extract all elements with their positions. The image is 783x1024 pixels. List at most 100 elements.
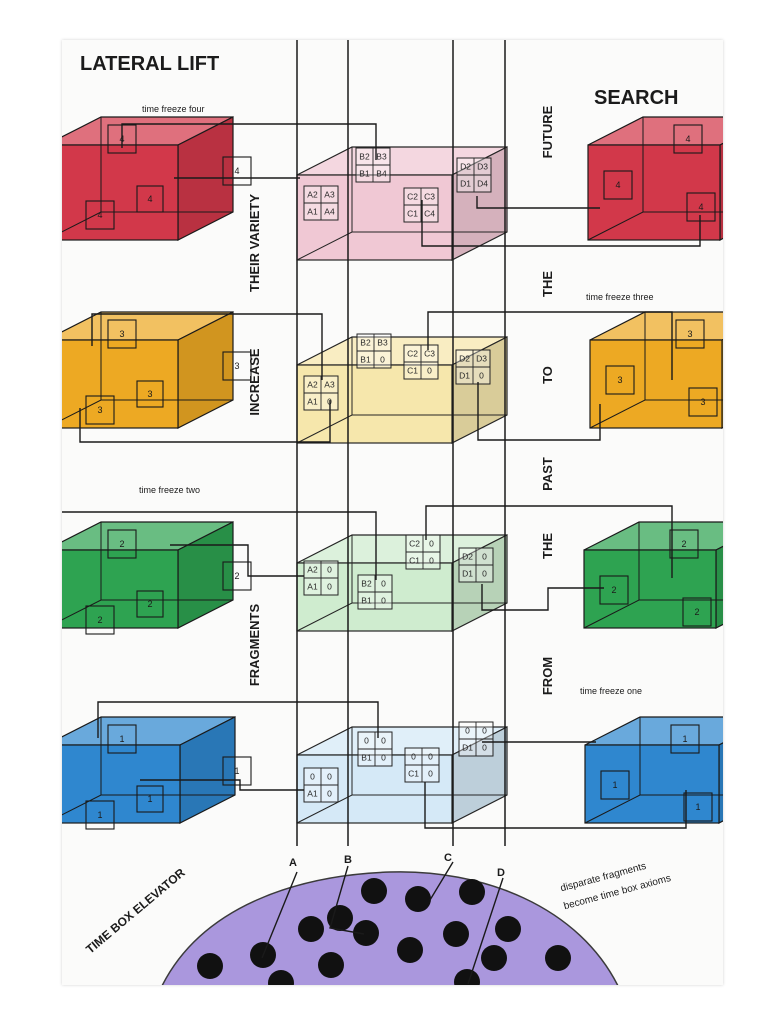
level-three-right-square-2: [605, 365, 635, 395]
level-one-right-square-2-number: 1: [612, 780, 617, 790]
level-two-grid-d-cell-3: D1: [462, 569, 473, 579]
level-three-right-box-top: [589, 311, 723, 341]
level-three-grid-c-cell-3: C1: [407, 366, 418, 376]
level-four-grid-c-cell-4: C4: [424, 209, 435, 219]
level-three-right-box-front: [589, 339, 723, 429]
level-three-grid-c-cell-1: C2: [407, 349, 418, 359]
level-two-grid-c-cell-3: C1: [409, 556, 420, 566]
level-four-right-square-2-number: 4: [615, 180, 620, 190]
level-three-right-square-1-number: 3: [687, 329, 692, 339]
level-four-left-square-4: [136, 185, 164, 213]
label-time-freeze-four: time freeze four: [142, 104, 205, 114]
level-three-grid-a-cell-1: A2: [307, 380, 318, 390]
wire-two-right: [481, 584, 604, 611]
elevator-dot-7: [443, 921, 469, 947]
level-two-right-box-front: [583, 549, 717, 629]
level-one-right-square-3-number: 1: [695, 802, 700, 812]
level-one-right-square-1-number: 1: [682, 734, 687, 744]
axis-label-a: A: [289, 857, 297, 869]
level-two-left-square-3-number: 2: [97, 615, 102, 625]
wire-three-right-top: [427, 311, 673, 380]
level-four-grid-b-cell-3: B1: [359, 169, 370, 179]
level-one-grid-c-cell-2: 0: [428, 752, 433, 762]
level-four-left-square-2-number: 4: [234, 166, 239, 176]
level-four-right-square-3: [686, 192, 716, 222]
elevator-dot-4: [459, 879, 485, 905]
level-one-left-box-front: [62, 744, 181, 824]
level-one-right-square-1: [670, 724, 700, 754]
label-time-freeze-two: time freeze two: [139, 485, 200, 495]
elevator-dot-2: [405, 886, 431, 912]
level-one-left-square-2: [222, 756, 252, 786]
level-one-right-box: 1 1 1: [584, 716, 723, 824]
level-one-grid-c-cell-4: 0: [428, 769, 433, 779]
level-two-left-square-1: [107, 529, 137, 559]
level-three-left-square-4-number: 3: [147, 389, 152, 399]
elevator-dot-3: [327, 905, 353, 931]
level-one-grid-a-cell-3: A1: [307, 789, 318, 799]
level-one-right-square-3: [683, 792, 713, 822]
level-one-grid-d-cell-4: 0: [482, 743, 487, 753]
elevator-wire-d: [467, 877, 504, 985]
level-four-grid-a-cell-3: A1: [307, 207, 318, 217]
word-past: PAST: [540, 457, 555, 491]
wire-four-top: [121, 123, 377, 160]
elevator-wire-b: [329, 865, 365, 935]
level-two-right-box: 222: [583, 521, 723, 629]
elevator-wire-c: [429, 861, 454, 901]
level-three-grid-b-cell-3: B1: [360, 355, 371, 365]
level-one-left-square-4: [136, 785, 164, 813]
level-one-grid-b-cell-2: 0: [381, 736, 386, 746]
level-two-left-square-1-number: 2: [119, 539, 124, 549]
level-two-right-box-top: [583, 521, 723, 551]
level-four-grid-b-cell-1: B2: [359, 152, 370, 162]
level-one-grid-c-cell-1: 0: [411, 752, 416, 762]
level-three-grid-d-cell-3: D1: [459, 371, 470, 381]
word-the-1: THE: [540, 271, 555, 297]
elevator-wire-a: [261, 871, 298, 959]
level-three-grid-d-cell-2: D3: [476, 354, 487, 364]
level-two-grid-c-cell-4: 0: [429, 556, 434, 566]
level-two-grid-a-cell-4: 0: [327, 582, 332, 592]
level-three-grid-a-cell-3: A1: [307, 397, 318, 407]
elevator-dot-15: [454, 969, 480, 985]
level-two-right-box-side: [715, 545, 723, 629]
level-four-grid-d-cell-2: D3: [477, 162, 488, 172]
level-two-grid-b-cell-2: 0: [381, 579, 386, 589]
level-one-grid-d-cell-1: 0: [465, 726, 470, 736]
level-four-right-box-side: [719, 142, 723, 241]
wire-three-bottom: [79, 400, 331, 443]
elevator-dot-10: [397, 937, 423, 963]
level-one-grid-b-cell-3: B1: [361, 753, 372, 763]
level-one-grid-d-cell-2: 0: [482, 726, 487, 736]
level-two-left-square-4: [136, 590, 164, 618]
level-two-grid-d-cell-2: 0: [482, 552, 487, 562]
level-four-grid-d-cell-1: D2: [460, 162, 471, 172]
level-two-grid-a-cell-1: A2: [307, 565, 318, 575]
word-increase: INCREASE: [247, 348, 262, 416]
level-one-right-box-front: [584, 744, 720, 824]
level-three-left-square-3-number: 3: [97, 405, 102, 415]
level-four-grid-c-cell-1: C2: [407, 192, 418, 202]
level-three-grid-c-cell-4: 0: [427, 366, 432, 376]
level-two-right-square-1: [669, 529, 699, 559]
wire-one-bottom: [424, 782, 687, 829]
level-three-grid-d-cell-4: 0: [479, 371, 484, 381]
level-one-grid-d-cell-3: D1: [462, 743, 473, 753]
level-two-grid-b-cell-1: B2: [361, 579, 372, 589]
